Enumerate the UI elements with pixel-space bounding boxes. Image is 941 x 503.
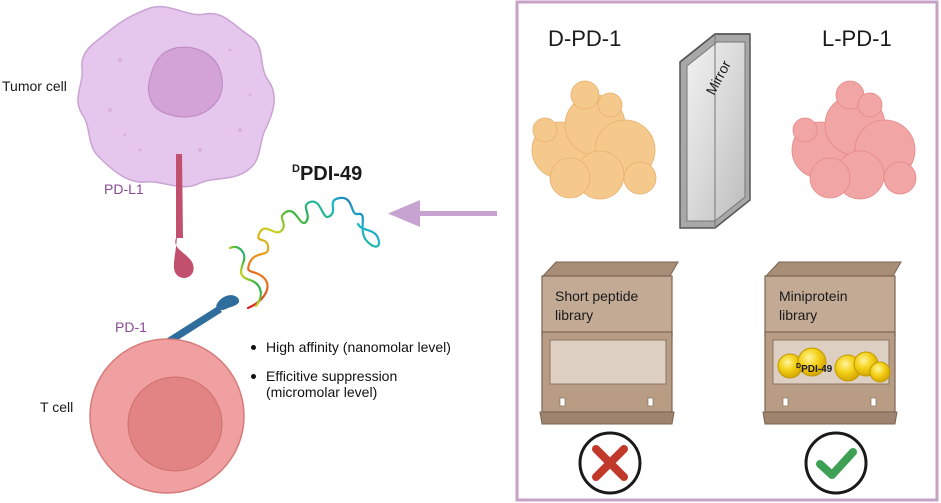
pd-l1-receptor — [173, 154, 194, 279]
coin-label-sup: D — [796, 363, 801, 370]
t-cell-label: T cell — [40, 399, 73, 415]
mirror — [679, 33, 751, 229]
short-peptide-library-label-line2: library — [555, 307, 593, 323]
screening-panel — [515, 0, 939, 502]
d-pd-1-protein — [531, 80, 657, 200]
short-peptide-library-box — [539, 261, 679, 425]
dpdi-49-label: DPDI-49 — [292, 163, 362, 185]
bullet-high-affinity: High affinity (nanomolar level) — [251, 339, 451, 355]
short-peptide-library-label: Short peptide library — [555, 288, 642, 323]
dpdi-49-helix — [228, 196, 381, 310]
check-icon — [804, 431, 868, 495]
bullet-line: Efficitive suppression — [266, 368, 398, 384]
l-pd-1-title: L-PD-1 — [822, 26, 892, 51]
l-pd-1-protein — [791, 80, 917, 200]
d-pd-1-title: D-PD-1 — [548, 26, 621, 51]
miniprotein-library-label-line1: Miniprotein — [779, 288, 847, 304]
coin-dpdi-49-label: DPDI-49 — [796, 363, 833, 375]
miniprotein-library-label: Miniprotein library — [779, 288, 851, 323]
pd-1-label: PD-1 — [115, 319, 147, 335]
short-peptide-library-label-line1: Short peptide — [555, 288, 638, 304]
pd-l1-label: PD-L1 — [104, 181, 144, 197]
tumor-cell-label: Tumor cell — [2, 78, 67, 94]
cross-icon — [578, 431, 642, 495]
tumor-cell — [77, 5, 275, 188]
bullet-effective-suppression: Efficitive suppression(micromolar level) — [250, 368, 398, 400]
t-cell — [89, 338, 245, 494]
coin-label-main: PDI-49 — [801, 364, 833, 375]
miniprotein-library-box — [762, 261, 902, 425]
dpdi-49-label-main: PDI-49 — [300, 163, 362, 185]
miniprotein-library-label-line2: library — [779, 307, 817, 323]
tumor-nucleus — [148, 46, 223, 118]
dpdi-49-label-sup: D — [292, 163, 300, 175]
tumor-granules — [108, 48, 252, 152]
gold-coins — [777, 347, 891, 383]
binding-arrow — [388, 200, 497, 227]
bullet-line: (micromolar level) — [266, 384, 378, 400]
